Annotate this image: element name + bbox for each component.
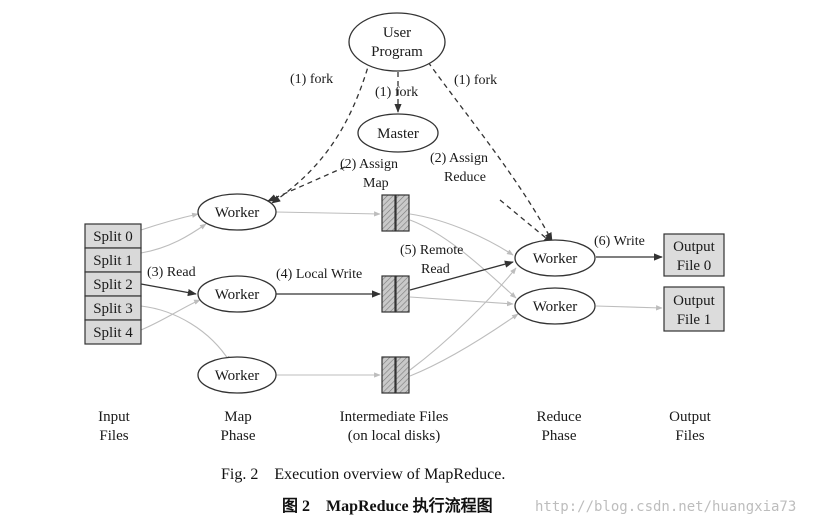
user-program-label-line2: Program (371, 44, 423, 60)
caption-chinese: 图 2 MapReduce 执行流程图 (282, 496, 493, 515)
column-reduce-line2: Phase (542, 428, 577, 444)
assign-map-label-line2: Map (363, 176, 389, 191)
file1-to-reduce1-edge (409, 219, 517, 299)
worker-label: Worker (215, 368, 260, 384)
column-intermediate-line2: (on local disks) (348, 428, 440, 444)
write-label: (6) Write (594, 234, 645, 249)
split-box-2 (84, 271, 142, 297)
split1-to-worker1-edge (140, 223, 207, 254)
file2-to-reduce1-edge (409, 296, 514, 307)
output-file-0-line1: Output (673, 239, 716, 255)
fork-mid-label: (1) fork (375, 85, 418, 100)
fork-left-label: (1) fork (290, 72, 333, 87)
input-splits: Split 0 Split 1 Split 2 Split 3 Split 4 (84, 223, 142, 345)
user-program-node: User Program (348, 12, 446, 72)
split-box-1 (84, 247, 142, 273)
split-box-0 (84, 223, 142, 249)
assign-reduce-label-line1: (2) Assign (430, 151, 488, 166)
reduce1-to-output1-edge (595, 305, 663, 311)
column-input-line2: Files (99, 428, 128, 444)
intermediate-file-1 (381, 194, 410, 232)
split0-to-worker1-edge (140, 212, 199, 231)
caption-english: Fig. 2 Execution overview of MapReduce. (221, 466, 505, 483)
split3-to-worker3-edge (140, 305, 231, 363)
reduce-worker-1: Worker (514, 239, 596, 277)
reduce-worker-2: Worker (514, 287, 596, 325)
column-map-line1: Map (224, 409, 252, 425)
column-output-line2: Files (675, 428, 704, 444)
worker-label: Worker (215, 287, 260, 303)
output-file-0: Output File 0 (663, 233, 725, 277)
assign-reduce-edge (499, 199, 553, 244)
intermediate-file-3 (381, 356, 410, 394)
fork-right-label: (1) fork (454, 73, 497, 88)
split4-to-worker2-edge (140, 299, 201, 331)
split-label-2: Split 2 (93, 277, 133, 293)
file3-to-reduce0-edge (409, 267, 517, 371)
remote-read-label-line2: Read (421, 262, 450, 277)
read-edge (140, 283, 197, 297)
local-write-label: (4) Local Write (276, 267, 362, 282)
output-file-0-line2: File 0 (677, 258, 712, 274)
output-file-1-line2: File 1 (677, 312, 712, 328)
output-file-1-line1: Output (673, 293, 716, 309)
map-worker-1: Worker (197, 193, 277, 231)
worker-label: Worker (215, 205, 260, 221)
worker-label: Worker (533, 299, 578, 315)
master-label: Master (377, 126, 419, 142)
assign-map-label-line1: (2) Assign (340, 157, 398, 172)
assign-reduce-label-line2: Reduce (444, 170, 486, 185)
column-output-line1: Output (669, 409, 712, 425)
fork-edge-to-reduce-worker (427, 61, 553, 242)
column-reduce-line1: Reduce (537, 409, 582, 425)
split-box-4 (84, 319, 142, 345)
master-node: Master (357, 113, 439, 153)
watermark-text: http://blog.csdn.net/huangxia73 (535, 499, 796, 515)
fork-edge-to-map-worker (271, 59, 371, 204)
worker1-to-file-edge (275, 211, 381, 217)
split-label-4: Split 4 (93, 325, 133, 341)
column-intermediate-line1: Intermediate Files (340, 409, 449, 425)
column-map-line2: Phase (221, 428, 256, 444)
map-worker-3: Worker (197, 356, 277, 394)
map-worker-2: Worker (197, 275, 277, 313)
split-label-0: Split 0 (93, 229, 133, 245)
intermediate-file-2 (381, 275, 410, 313)
split-label-1: Split 1 (93, 253, 133, 269)
remote-read-edge (409, 260, 514, 291)
worker-label: Worker (533, 251, 578, 267)
read-label: (3) Read (147, 265, 196, 280)
user-program-label-line1: User (383, 25, 411, 41)
output-file-1: Output File 1 (663, 286, 725, 332)
split-label-3: Split 3 (93, 301, 133, 317)
column-input-line1: Input (98, 409, 130, 425)
assign-map-edge (267, 166, 346, 202)
file1-to-reduce0-edge (409, 213, 514, 256)
remote-read-label-line1: (5) Remote (400, 243, 463, 258)
file3-to-reduce1-edge (409, 313, 519, 377)
